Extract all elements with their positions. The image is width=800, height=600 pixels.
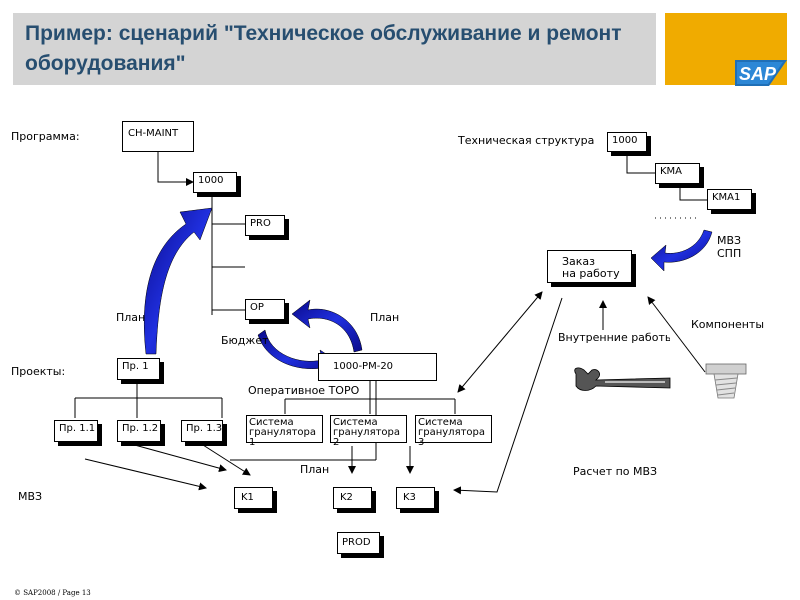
mvz-spp-label-1: МВЗ <box>717 234 742 247</box>
sap-logo: SAP <box>735 60 787 86</box>
node-1000: 1000 <box>193 172 237 193</box>
mvz-label: МВЗ <box>18 490 43 503</box>
node-pro: PRO <box>245 215 285 236</box>
slide-title: Пример: сценарий "Техническое обслуживан… <box>25 22 622 75</box>
tech-node-kma1: KMA1 <box>707 189 752 210</box>
program-box-ch-maint: CH-MAINT <box>122 121 194 152</box>
screw-icon <box>705 363 747 399</box>
project-pr1-3: Пр. 1.3 <box>181 420 223 442</box>
work-order-box: Заказ на работу <box>547 250 632 283</box>
plan-label-bottom: План <box>300 463 330 476</box>
operative-toro-label: Оперативное ТОРО <box>248 384 360 397</box>
cost-center-k1: K1 <box>234 487 273 509</box>
tech-node-kma: KMA <box>655 163 700 184</box>
components-label: Компоненты <box>691 318 765 331</box>
tech-structure-label: Техническая структура <box>458 134 595 147</box>
plan-label-mid: План <box>370 311 400 324</box>
node-op: OP <box>245 299 285 320</box>
project-pr1: Пр. 1 <box>117 358 160 380</box>
program-label: Программа: <box>11 130 80 143</box>
node-prod: PROD <box>337 532 380 554</box>
project-pr1-2: Пр. 1.2 <box>117 420 161 442</box>
internal-work-label: Внутренние работы <box>558 331 670 344</box>
project-pr1-1: Пр. 1.1 <box>54 420 98 442</box>
settlement-label: Расчет по МВЗ <box>573 465 658 478</box>
cost-center-k2: K2 <box>333 487 372 509</box>
budget-label: Бюджет <box>221 334 269 347</box>
projects-label: Проекты: <box>11 365 66 378</box>
logo-text: SAP <box>739 64 777 84</box>
wrench-icon <box>574 367 671 391</box>
title-band: Пример: сценарий "Техническое обслуживан… <box>13 13 656 85</box>
cost-center-k3: K3 <box>396 487 435 509</box>
plan-label-left: План <box>116 311 146 324</box>
node-1000-pm-20: 1000-PM-20 <box>318 353 437 381</box>
tech-node-1000: 1000 <box>607 132 647 152</box>
footer-text: © SAP2008 / Page 13 <box>14 589 91 597</box>
mvz-spp-label-2: СПП <box>717 247 742 260</box>
